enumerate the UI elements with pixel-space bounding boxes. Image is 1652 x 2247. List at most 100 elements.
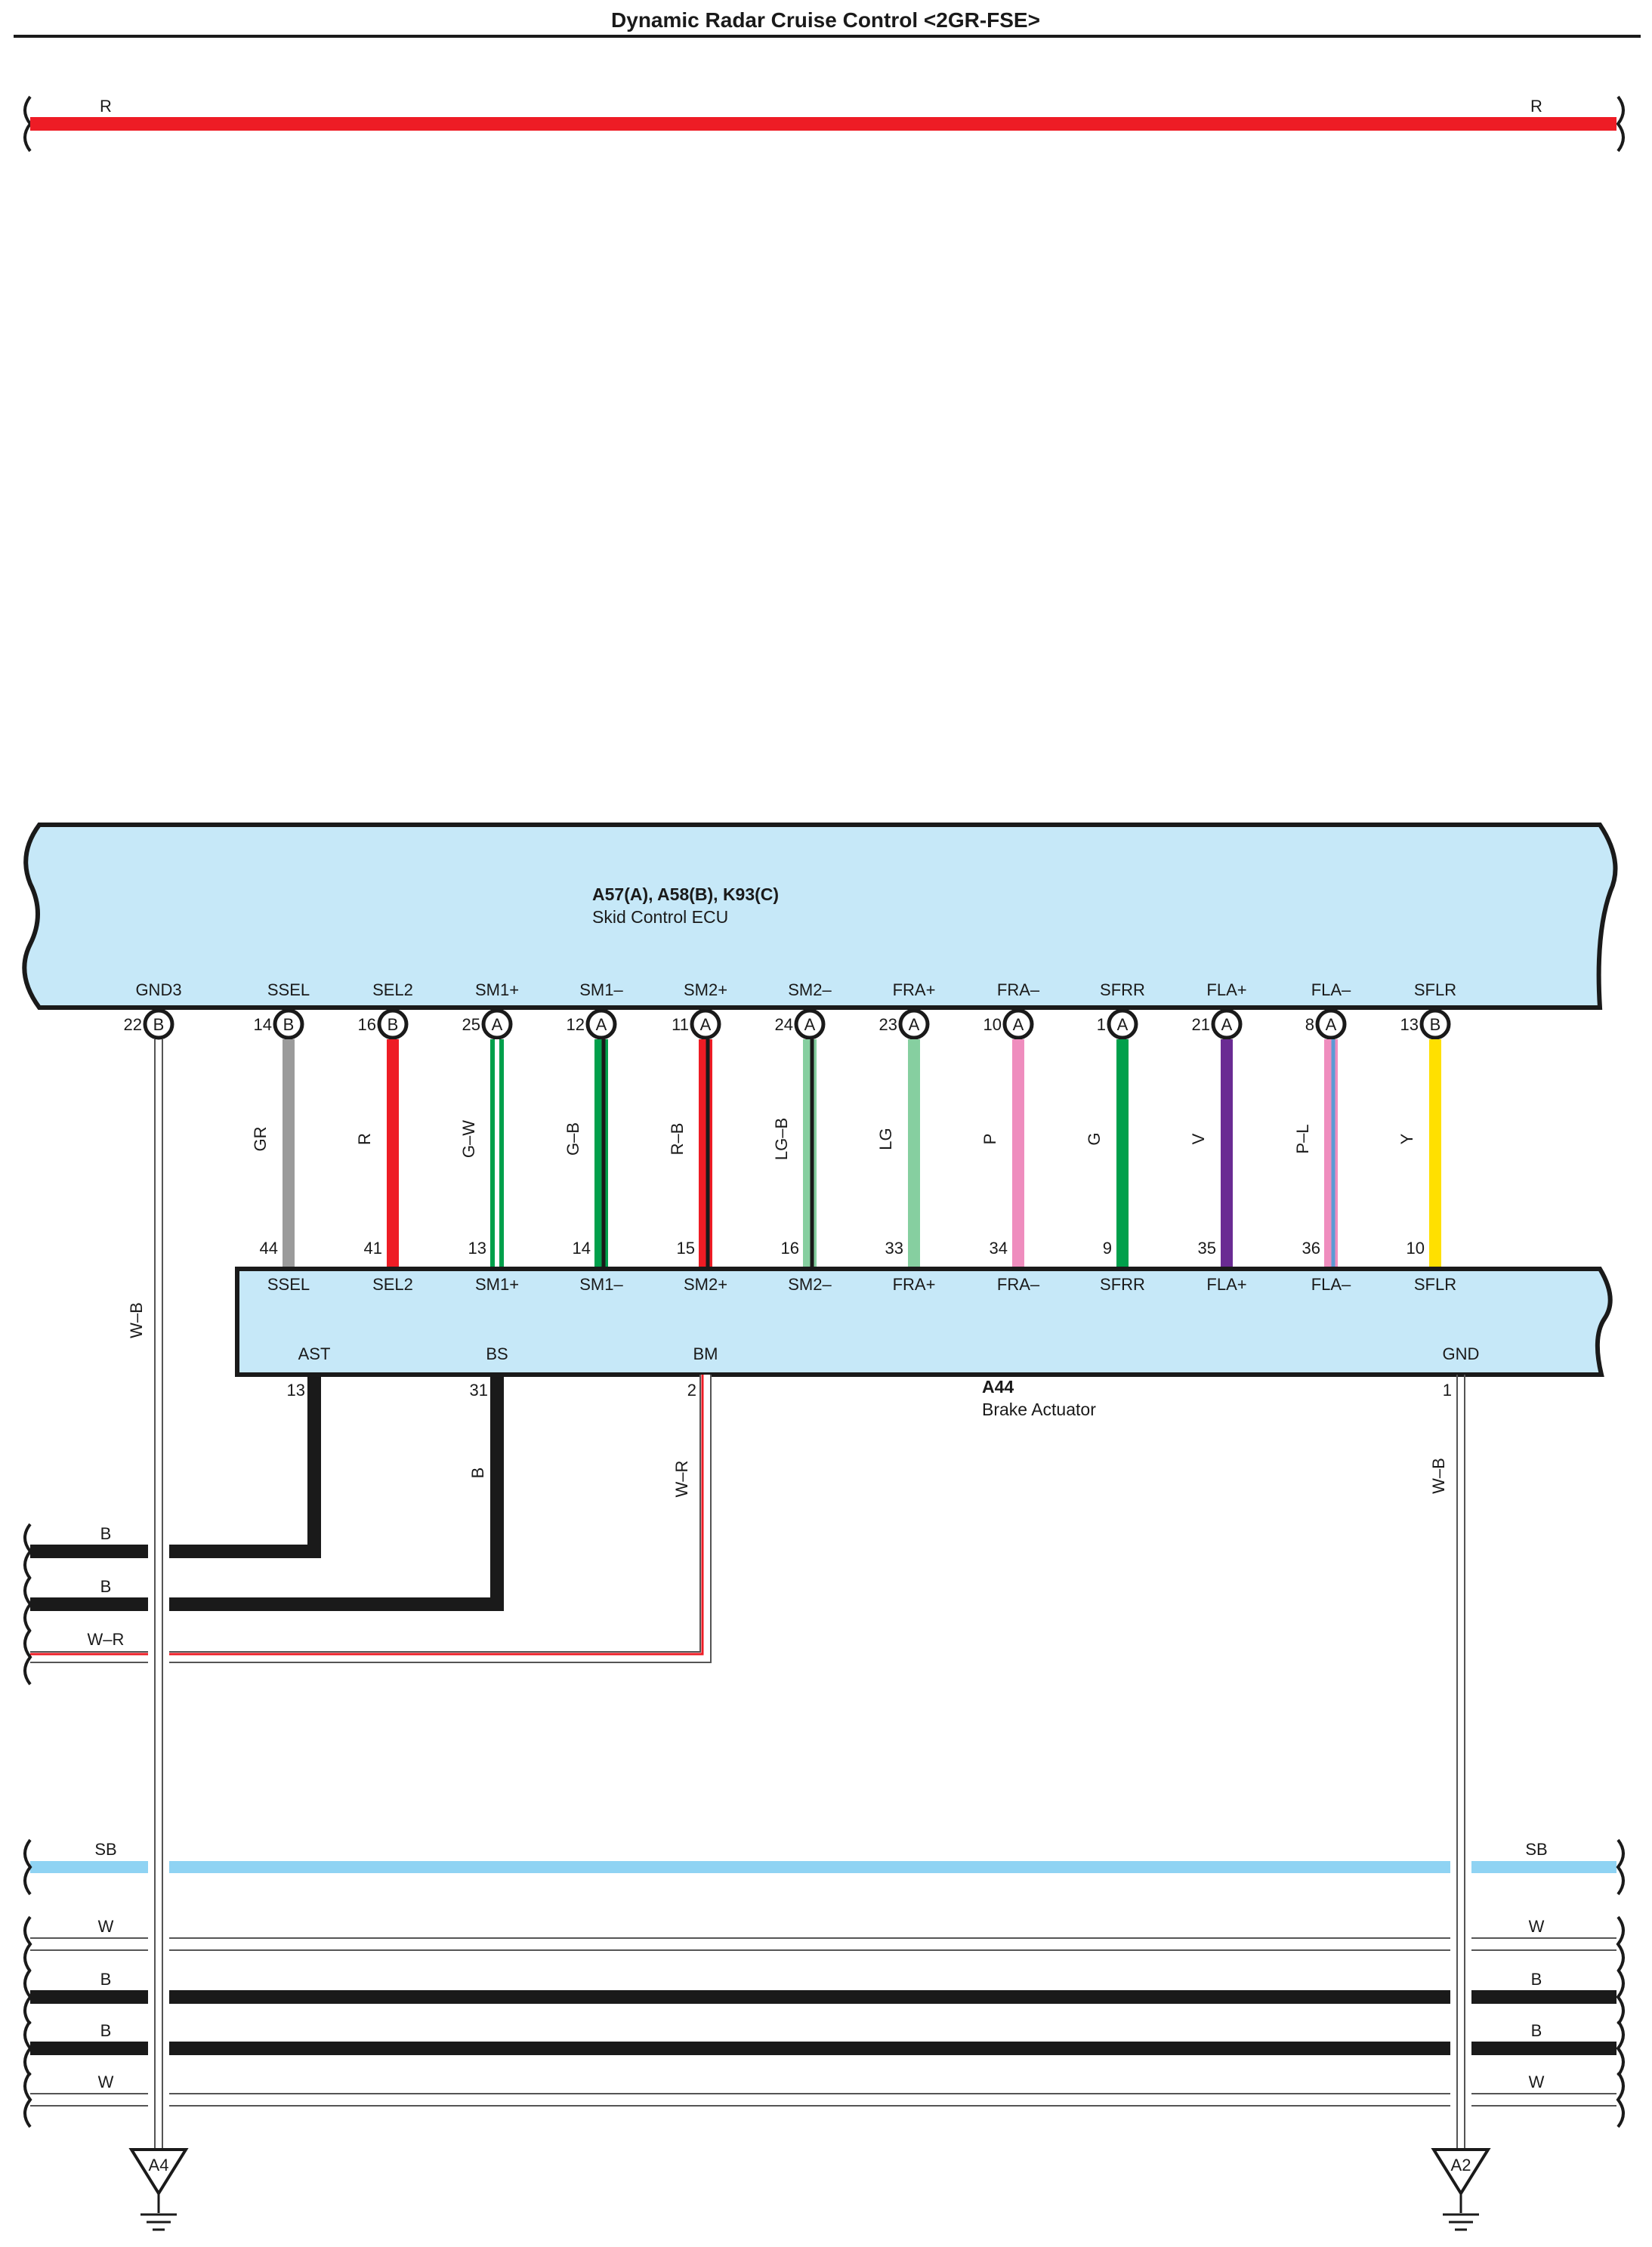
ecu-connector-letter: A <box>1013 1015 1024 1034</box>
crossing-gap <box>1450 1648 1471 1666</box>
ecu-pin-label: SFRR <box>1100 980 1145 999</box>
wire-color-label: P <box>980 1134 999 1145</box>
wire-color-label: P–L <box>1293 1124 1312 1153</box>
ecu-pin-label: FLA+ <box>1206 980 1246 999</box>
actuator-pin-label-framinus: FRA– <box>997 1275 1040 1294</box>
ecu-pin-ssel: SSEL 14 B <box>254 980 310 1040</box>
actuator-pin-label-ast: AST <box>298 1344 331 1363</box>
break-bracket-left <box>23 1915 32 1973</box>
bus-label-right: B <box>1531 1970 1542 1989</box>
bus-label-right: W <box>1529 2073 1545 2091</box>
connector-circle <box>1211 1008 1243 1040</box>
ecu-pin-number: 14 <box>254 1015 272 1034</box>
connector-circle <box>143 1008 174 1040</box>
ecu-connector-letter: A <box>1326 1015 1337 1034</box>
ground-symbol-a4: A4 <box>128 2148 189 2231</box>
ground-triangle <box>128 2148 189 2196</box>
actuator-box <box>235 1267 1613 1377</box>
ecu-connector-letter: A <box>700 1015 712 1034</box>
break-bracket-right <box>1616 1915 1625 1973</box>
ecu-pin-label: FLA– <box>1311 980 1351 999</box>
break-bracket-right <box>1616 2071 1625 2128</box>
signal-wire-r: R41 <box>355 1039 399 1269</box>
ecu-pin-number: 16 <box>358 1015 376 1034</box>
actuator-pin-number: 31 <box>470 1381 488 1400</box>
signal-wire-p: P34 <box>980 1039 1024 1269</box>
top-wire-label-left: R <box>100 97 112 116</box>
signal-wire-v: V35 <box>1189 1039 1233 1269</box>
actuator-pin-number: 9 <box>1103 1239 1112 1258</box>
actuator-pin-label-bm: BM <box>693 1344 718 1363</box>
wire-color-label: W–B <box>1429 1458 1448 1494</box>
crossing-gap <box>148 2091 169 2109</box>
ecu-connector-letter: A <box>1221 1015 1233 1034</box>
crossing-gap <box>1450 1988 1471 2006</box>
bus-label-left: W <box>98 2073 114 2091</box>
break-bracket-left <box>23 1968 32 2026</box>
ecu-pin-label: SM2– <box>788 980 832 999</box>
ecu-connector-letter: A <box>596 1015 607 1034</box>
ecu-pin-number: 12 <box>567 1015 585 1034</box>
signal-wire-y: Y10 <box>1397 1039 1441 1269</box>
actuator-pin-label-sm1minus: SM1– <box>579 1275 623 1294</box>
connector-circle <box>898 1008 930 1040</box>
ecu-pin-label: SM2+ <box>684 980 727 999</box>
wire-color-label: LG–B <box>772 1118 791 1160</box>
actuator-pin-label-sflr: SFLR <box>1414 1275 1456 1294</box>
break-bracket-left <box>23 1838 32 1896</box>
ecu-connector-letter: B <box>283 1015 295 1034</box>
ecu-connector-letter: A <box>492 1015 503 1034</box>
wire-line <box>30 1375 710 1662</box>
ecu-pin-number: 21 <box>1192 1015 1210 1034</box>
crossing-gap <box>148 1935 169 1953</box>
ecu-pin-number: 25 <box>462 1015 480 1034</box>
wire-color-label: R–B <box>668 1123 687 1156</box>
ecu-pin-label: SSEL <box>267 980 310 999</box>
actuator-pin-number: 35 <box>1198 1239 1216 1258</box>
actuator-pin-label-flaminus: FLA– <box>1311 1275 1351 1294</box>
wire-stripe <box>30 1375 704 1656</box>
crossing-gap <box>1450 2091 1471 2109</box>
feed-label: B <box>100 1577 112 1596</box>
ecu-connector-letter: A <box>804 1015 816 1034</box>
ecu-box <box>22 823 1618 1010</box>
signal-wire-g: G9 <box>1085 1039 1129 1269</box>
crossing-gap <box>1450 1858 1471 1876</box>
wire-line <box>30 1375 504 1611</box>
actuator-pin-number: 13 <box>287 1381 305 1400</box>
connector-circle <box>1419 1008 1451 1040</box>
bus-label-left: W <box>98 1917 114 1936</box>
signal-wire-gminusw: G–W13 <box>459 1039 504 1269</box>
actuator-pin-label-sel2: SEL2 <box>372 1275 413 1294</box>
bus-label-right: W <box>1529 1917 1545 1936</box>
break-bracket-left <box>23 95 32 153</box>
connector-circle <box>1002 1008 1034 1040</box>
ecu-pin-label: SFLR <box>1414 980 1456 999</box>
ecu-pin-flaplus: FLA+ 21 A <box>1192 980 1247 1040</box>
crossing-gap <box>1450 1935 1471 1953</box>
crossing-gap <box>148 2039 169 2057</box>
break-bracket-left <box>23 2020 32 2077</box>
feed-label: W–R <box>88 1630 125 1649</box>
ecu-code: A57(A), A58(B), K93(C) <box>592 884 779 904</box>
break-bracket-right <box>1616 1968 1625 2026</box>
ecu-connector-letter: B <box>153 1015 165 1034</box>
actuator-pin-label-flaplus: FLA+ <box>1206 1275 1246 1294</box>
wire-outline <box>30 1375 712 1663</box>
actuator-pin-number: 16 <box>781 1239 799 1258</box>
actuator-pin-number: 15 <box>677 1239 695 1258</box>
ecu-pin-number: 22 <box>124 1015 142 1034</box>
top-wire-label-right: R <box>1530 97 1542 116</box>
